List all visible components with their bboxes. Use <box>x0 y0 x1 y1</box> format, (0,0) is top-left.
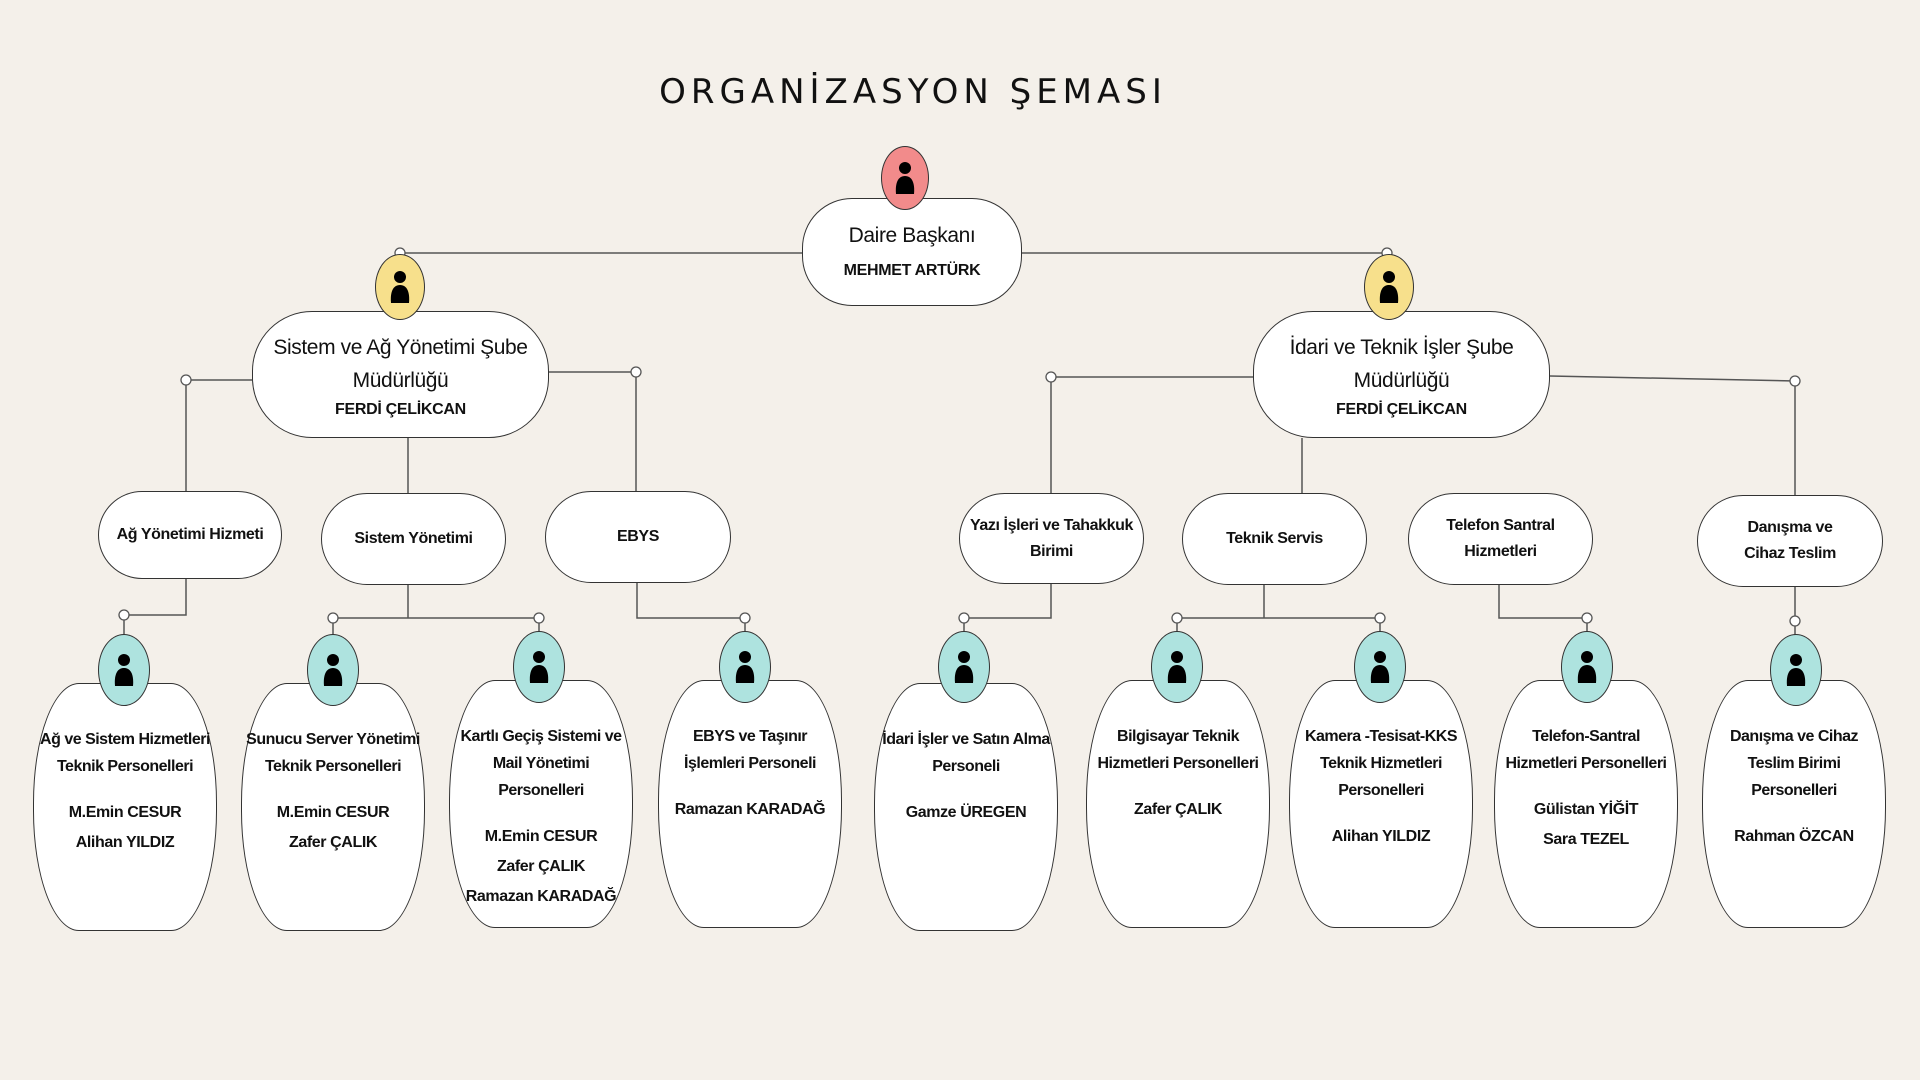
unit-title: Danışma ve Cihaz Teslim <box>1744 519 1836 562</box>
card-names: Ramazan KARADAĞ <box>659 795 841 825</box>
branch-title: İdari ve Teknik İşler Şube Müdürlüğü <box>1289 335 1514 392</box>
staff-card[interactable]: Sunucu Server Yönetimi Teknik Personelle… <box>241 683 425 931</box>
staff-card[interactable]: Bilgisayar Teknik Hizmetleri Personeller… <box>1086 680 1270 928</box>
branch-node-idari-teknik[interactable]: İdari ve Teknik İşler Şube Müdürlüğü FER… <box>1253 311 1550 438</box>
card-names: Gamze ÜREGEN <box>875 798 1057 828</box>
unit-title: EBYS <box>617 528 659 545</box>
card-title: Ağ ve Sistem Hizmetleri Teknik Personell… <box>40 731 210 775</box>
staff-name: Gamze ÜREGEN <box>905 804 1027 821</box>
root-node[interactable]: Daire Başkanı MEHMET ARTÜRK <box>802 198 1022 306</box>
staff-name: Sara TEZEL <box>1543 831 1629 848</box>
branch-title: Sistem ve Ağ Yönetimi Şube Müdürlüğü <box>273 335 528 392</box>
unit-node[interactable]: Sistem Yönetimi <box>321 493 506 585</box>
card-title: Telefon-Santral Hizmetleri Personelleri <box>1505 728 1667 772</box>
unit-node[interactable]: Ağ Yönetimi Hizmeti <box>98 491 282 579</box>
unit-title: Teknik Servis <box>1226 530 1323 547</box>
staff-name: Zafer ÇALIK <box>288 834 378 851</box>
unit-title: Telefon Santral Hizmetleri <box>1446 517 1555 560</box>
staff-name: Zafer ÇALIK <box>1133 801 1223 818</box>
person-avatar-icon <box>938 631 990 703</box>
card-title: Sunucu Server Yönetimi Teknik Personelle… <box>246 731 420 775</box>
staff-card[interactable]: Kartlı Geçiş Sistemi ve Mail Yönetimi Pe… <box>449 680 633 928</box>
card-names: M.Emin CESUR Zafer ÇALIK Ramazan KARADAĞ <box>450 822 632 912</box>
staff-name: Alihan YILDIZ <box>1331 828 1431 845</box>
unit-node[interactable]: EBYS <box>545 491 731 583</box>
person-avatar-icon <box>1364 254 1414 320</box>
staff-name: Alihan YILDIZ <box>75 834 175 851</box>
card-title: EBYS ve Taşınır İşlemleri Personeli <box>684 728 816 772</box>
card-names: M.Emin CESUR Zafer ÇALIK <box>242 798 424 858</box>
root-name: MEHMET ARTÜRK <box>843 262 981 279</box>
unit-node[interactable]: Yazı İşleri ve Tahakkuk Birimi <box>959 493 1144 584</box>
staff-name: Rahman ÖZCAN <box>1734 828 1854 845</box>
person-avatar-icon <box>1770 634 1822 706</box>
person-avatar-icon <box>881 146 929 210</box>
staff-card[interactable]: Ağ ve Sistem Hizmetleri Teknik Personell… <box>33 683 217 931</box>
staff-name: Ramazan KARADAĞ <box>465 888 617 905</box>
branch-manager: FERDİ ÇELİKCAN <box>1336 400 1467 418</box>
unit-node[interactable]: Teknik Servis <box>1182 493 1367 585</box>
unit-title: Ağ Yönetimi Hizmeti <box>116 526 264 543</box>
card-title: Kartlı Geçiş Sistemi ve Mail Yönetimi Pe… <box>460 728 622 799</box>
person-avatar-icon <box>513 631 565 703</box>
unit-title: Yazı İşleri ve Tahakkuk Birimi <box>969 516 1134 560</box>
unit-node[interactable]: Danışma ve Cihaz Teslim <box>1697 495 1883 587</box>
staff-name: M.Emin CESUR <box>276 804 390 821</box>
unit-title: Sistem Yönetimi <box>354 530 473 547</box>
card-names: Alihan YILDIZ <box>1290 822 1472 852</box>
person-avatar-icon <box>1561 631 1613 703</box>
person-avatar-icon <box>98 634 150 706</box>
staff-name: Gülistan YİĞİT <box>1533 801 1639 818</box>
staff-name: M.Emin CESUR <box>484 828 598 845</box>
staff-card[interactable]: Kamera -Tesisat-KKS Teknik Hizmetleri Pe… <box>1289 680 1473 928</box>
person-avatar-icon <box>375 254 425 320</box>
card-title: Bilgisayar Teknik Hizmetleri Personeller… <box>1097 728 1259 772</box>
staff-name: Zafer ÇALIK <box>496 858 586 875</box>
card-names: Zafer ÇALIK <box>1087 795 1269 825</box>
chart-title: ORGANİZASYON ŞEMASI <box>659 72 1167 112</box>
unit-node[interactable]: Telefon Santral Hizmetleri <box>1408 493 1593 585</box>
branch-node-sistem-ag[interactable]: Sistem ve Ağ Yönetimi Şube Müdürlüğü FER… <box>252 311 549 438</box>
staff-name: Ramazan KARADAĞ <box>674 801 826 818</box>
staff-card[interactable]: Danışma ve Cihaz Teslim Birimi Personell… <box>1702 680 1886 928</box>
card-names: M.Emin CESUR Alihan YILDIZ <box>34 798 216 858</box>
branch-manager: FERDİ ÇELİKCAN <box>335 400 466 418</box>
connector-dots <box>118 247 1801 627</box>
person-avatar-icon <box>307 634 359 706</box>
root-title: Daire Başkanı <box>848 224 976 247</box>
person-avatar-icon <box>719 631 771 703</box>
staff-name: M.Emin CESUR <box>68 804 182 821</box>
person-avatar-icon <box>1354 631 1406 703</box>
person-avatar-icon <box>1151 631 1203 703</box>
card-names: Rahman ÖZCAN <box>1703 822 1885 852</box>
card-title: Kamera -Tesisat-KKS Teknik Hizmetleri Pe… <box>1304 728 1458 799</box>
card-names: Gülistan YİĞİT Sara TEZEL <box>1495 795 1677 855</box>
card-title: Danışma ve Cihaz Teslim Birimi Personell… <box>1729 728 1859 799</box>
card-title: İdari İşler ve Satın Alma Personeli <box>882 731 1050 775</box>
